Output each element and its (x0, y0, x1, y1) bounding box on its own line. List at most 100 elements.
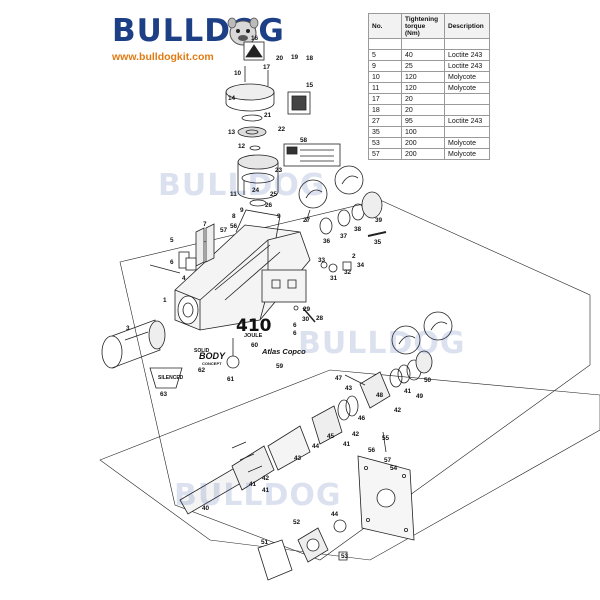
part-label: 42 (394, 407, 402, 414)
part-label: 43 (294, 455, 302, 462)
part-label: 48 (376, 392, 384, 399)
part-label: 14 (228, 95, 236, 102)
concept-text: CONCEPT (202, 361, 222, 366)
main-housing (174, 209, 311, 331)
part-label: 41 (404, 388, 412, 395)
column-header-no: No. (368, 13, 402, 39)
o-ring-44 (333, 519, 347, 533)
part-label: 11 (230, 191, 237, 198)
table-header-row: No. Tightening torque (Nm) Description (368, 13, 490, 39)
part-label: 45 (327, 433, 335, 440)
part-label: 63 (160, 391, 168, 398)
body-text: BODY (199, 351, 226, 361)
part-label: 42 (352, 431, 360, 438)
part-label: 23 (275, 167, 283, 174)
part-label: 4 (182, 275, 186, 282)
front-bushing-3 (101, 319, 166, 369)
part-label: 7 (203, 221, 207, 228)
part-label: 15 (306, 82, 314, 89)
part-label: 16 (251, 35, 259, 42)
part-label: 56 (368, 447, 376, 454)
brand-url[interactable]: www.bulldogkit.com (112, 51, 214, 63)
part-label: 62 (198, 367, 206, 374)
part-label: 2 (352, 253, 356, 260)
nut-53 (338, 551, 348, 561)
part-label: 5 (170, 237, 174, 244)
part-label: 31 (330, 275, 338, 282)
part-label: 9 (240, 207, 244, 214)
part-label: 58 (300, 137, 308, 144)
part-label: 51 (261, 539, 269, 546)
part-label: 17 (263, 64, 271, 71)
part-label: 47 (335, 375, 343, 382)
part-label: 52 (293, 519, 301, 526)
part-label: 37 (340, 233, 348, 240)
part-label: 61 (227, 376, 235, 383)
table-cell: Molycote (444, 148, 490, 160)
part-label: 57 (384, 457, 392, 464)
part-label: 56 (230, 223, 238, 230)
part-label: 50 (424, 377, 432, 384)
part-label: 28 (316, 315, 324, 322)
part-label: 41 (262, 487, 270, 494)
part-label: 41 (249, 481, 257, 488)
part-label: 32 (344, 269, 352, 276)
part-label: 25 (270, 191, 278, 198)
part-label: 21 (264, 112, 272, 119)
piston-assembly (179, 311, 453, 515)
part-label: 6 (293, 330, 297, 337)
part-label: 44 (331, 511, 339, 518)
part-label: 6 (293, 322, 297, 329)
part-label: 60 (251, 342, 259, 349)
torque-spec-table: No. Tightening torque (Nm) Description 5… (368, 13, 490, 160)
part-label: 10 (234, 70, 242, 77)
manufacturer-decal: Atlas Copco (262, 347, 306, 356)
part-label: 49 (416, 393, 424, 400)
part-label: 1 (163, 297, 167, 304)
part-label: 57 (220, 227, 228, 234)
part-label: 55 (382, 435, 390, 442)
part-label: 53 (341, 553, 349, 560)
part-label: 24 (252, 187, 260, 194)
part-label: 44 (312, 443, 320, 450)
gasket-51 (257, 539, 293, 581)
table-cell: 200 (401, 148, 445, 160)
part-label: 34 (357, 262, 365, 269)
seal-rings-group (298, 165, 383, 235)
model-unit-decal: JOULE (244, 333, 263, 339)
part-label: 39 (375, 217, 383, 224)
part-label: 41 (343, 441, 351, 448)
part-label: 29 (303, 306, 311, 313)
part-label: 26 (265, 202, 273, 209)
part-label: 18 (306, 55, 314, 62)
silenced-decal-63 (149, 367, 183, 389)
side-bolt-group (305, 209, 387, 273)
decal-plate-58 (283, 143, 341, 167)
part-label: 43 (345, 385, 353, 392)
model-number-decal: 410 (236, 316, 272, 336)
part-label: 19 (291, 54, 299, 61)
part-label: 46 (358, 415, 366, 422)
table-row (368, 38, 490, 50)
piston-outline (99, 369, 600, 561)
part-label: 35 (374, 239, 382, 246)
part-label: 20 (276, 55, 284, 62)
solid-text: SOLID (194, 348, 210, 354)
nameplate-61 (226, 355, 240, 369)
part-label: 27 (303, 217, 311, 224)
bulldog-mascot-icon (227, 17, 259, 46)
part-label: 59 (276, 363, 284, 370)
part-label: 30 (302, 316, 310, 323)
part-label: 6 (170, 259, 174, 266)
part-label: 3 (126, 325, 130, 332)
top-cap-assembly (225, 83, 279, 207)
part-label: 38 (354, 226, 362, 233)
part-label: 42 (262, 475, 270, 482)
part-label: 12 (238, 143, 246, 150)
